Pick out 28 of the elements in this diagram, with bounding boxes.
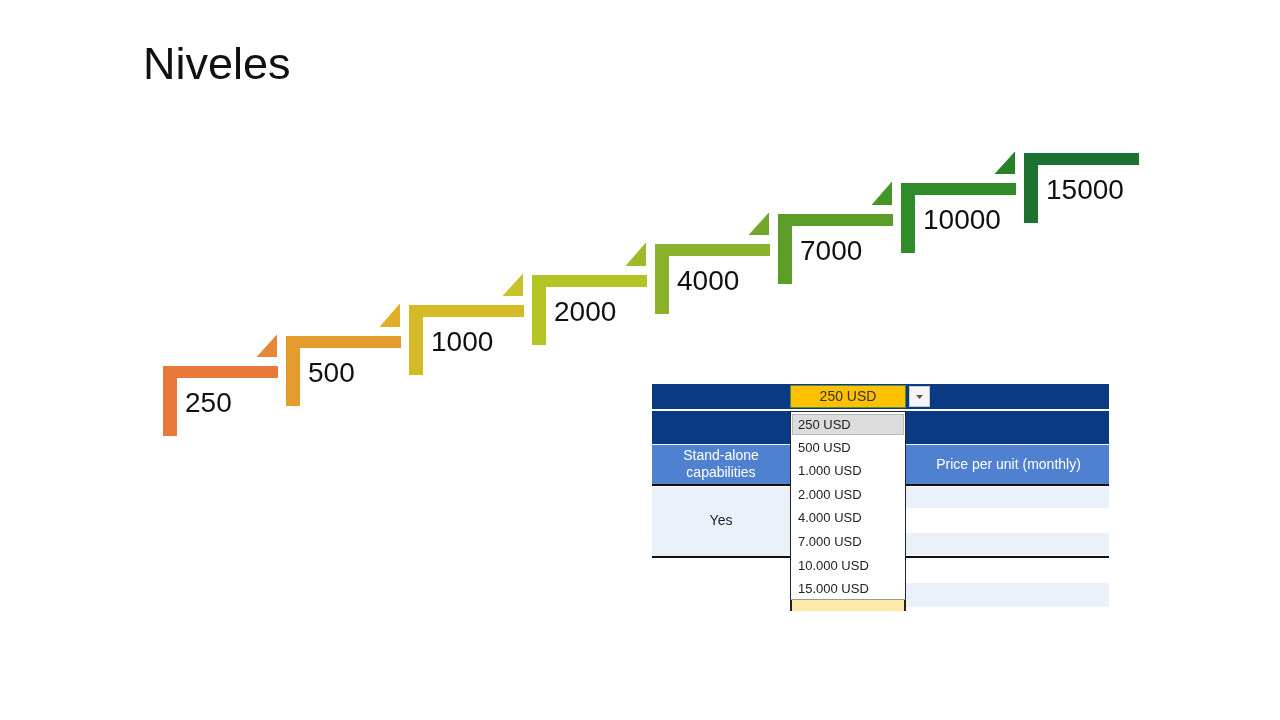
arrow — [256, 334, 278, 358]
dropdown-option: 10.000 USD — [792, 555, 904, 577]
table-cell: Yes — [652, 487, 790, 556]
arrow — [379, 303, 401, 328]
dropdown-option: 7.000 USD — [792, 532, 904, 553]
dropdown-option: 4.000 USD — [792, 508, 904, 530]
arrow — [994, 151, 1016, 175]
dropdown-option: 15.000 USD — [792, 579, 904, 601]
dropdown-option: 1.000 USD — [792, 461, 904, 483]
arrow — [748, 212, 770, 236]
level-label: 500 — [308, 359, 355, 387]
slide-title: Niveles — [143, 38, 291, 90]
arrow — [625, 242, 647, 267]
dropdown-option: 2.000 USD — [792, 484, 904, 506]
level-label: 4000 — [677, 267, 740, 295]
column-header: Price per unit (monthly) — [935, 455, 1082, 474]
dropdown-option: 500 USD — [792, 437, 904, 459]
dropdown-field: 250 USD — [790, 385, 906, 408]
level-label: 250 — [185, 389, 232, 417]
level-label: 15000 — [1046, 176, 1124, 204]
level-label: 1000 — [431, 328, 494, 356]
arrow — [502, 273, 524, 297]
level-label: 7000 — [800, 237, 863, 265]
column-header: Stand-alone capabilities — [682, 446, 760, 482]
highlighted-option: 250 USD — [792, 414, 904, 435]
arrow — [871, 181, 893, 206]
level-label: 2000 — [554, 298, 617, 326]
level-label: 10000 — [923, 206, 1001, 234]
